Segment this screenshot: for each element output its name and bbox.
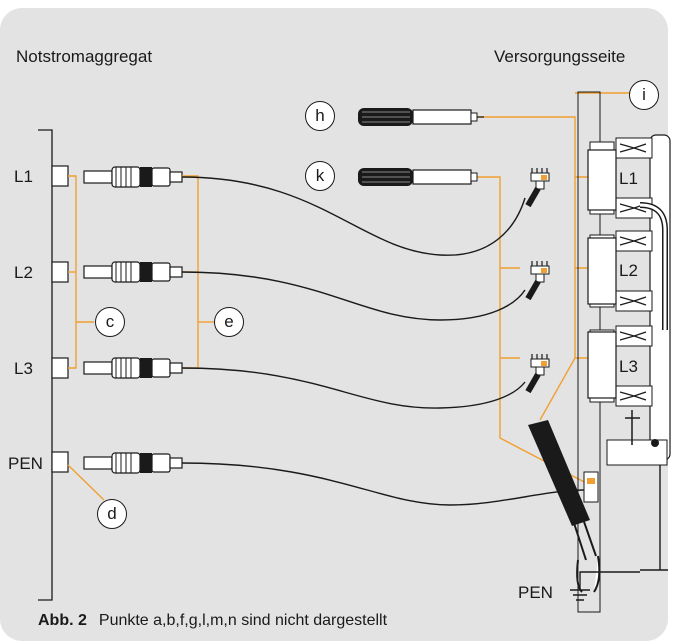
gen-label-pen: PEN [8,454,43,473]
supply-label-l1: L1 [619,169,638,188]
supply-panel [577,91,671,613]
marker-c: c [95,307,125,337]
ground-symbol [570,571,640,601]
marker-h: h [305,101,335,131]
caption-text: Punkte a,b,f,g,l,m,n sind nicht dargeste… [98,612,388,629]
marker-e: e [214,307,244,337]
supply-label-l3: L3 [619,357,638,376]
probe-h [358,108,484,126]
figure-number: Abb. 2 [38,612,87,629]
gen-label-l3: L3 [14,359,33,378]
generator-heading: Notstromaggregat [16,47,153,66]
marker-k: k [305,161,335,191]
ground-label: PEN [518,583,553,602]
supply-label-l2: L2 [619,261,638,280]
probe-k [358,168,478,186]
figure-caption: Abb. 2 Punkte a,b,f,g,l,m,n sind nicht da… [38,612,387,630]
marker-d: d [97,499,127,529]
supply-side-heading: Versorgungsseite [494,47,626,66]
gen-label-l2: L2 [14,263,33,282]
gen-label-l1: L1 [14,167,33,186]
marker-i: i [629,80,659,110]
pen-clamp [528,420,601,593]
